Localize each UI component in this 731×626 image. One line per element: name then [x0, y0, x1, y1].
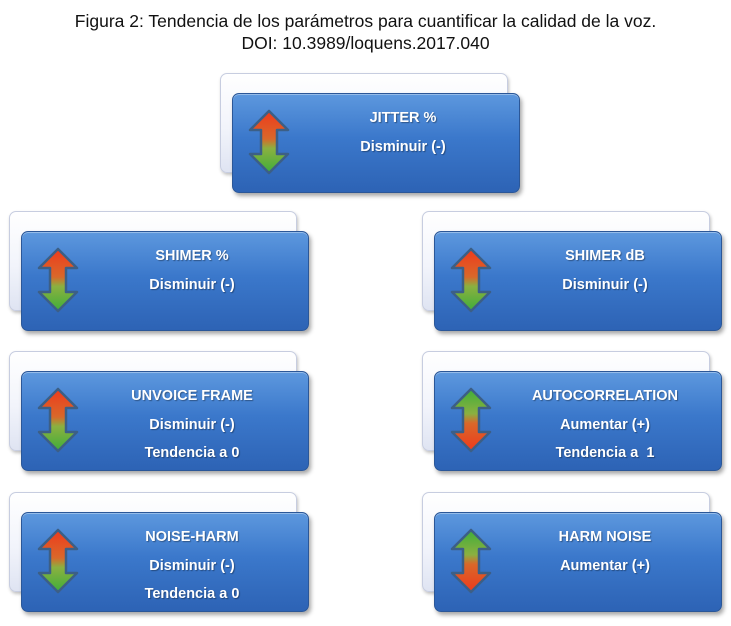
node-trend: Disminuir (-) [149, 557, 235, 574]
node-unvoice-frame: UNVOICE FRAME Disminuir (-) Tendencia a … [21, 371, 309, 471]
node-extra: Tendencia a 0 [144, 586, 240, 602]
node-trend: Disminuir (-) [149, 276, 235, 293]
node-autocorrelation: AUTOCORRELATION Aumentar (+) Tendencia a… [434, 371, 722, 471]
up-red-down-green-arrow-icon [36, 528, 80, 594]
node-trend: Aumentar (+) [560, 557, 650, 574]
up-green-down-red-arrow-icon [449, 387, 493, 453]
node-extra: Tendencia a 1 [555, 445, 655, 461]
figure-caption: Figura 2: Tendencia de los parámetros pa… [0, 10, 731, 54]
node-trend: Disminuir (-) [360, 138, 446, 155]
up-red-down-green-arrow-icon [449, 247, 493, 313]
caption-doi: DOI: 10.3989/loquens.2017.040 [241, 33, 490, 53]
node-title: HARM NOISE [558, 529, 652, 545]
node-shimer-pct: SHIMER % Disminuir (-) [21, 231, 309, 331]
node-title: SHIMER dB [565, 248, 645, 264]
node-title: UNVOICE FRAME [131, 388, 253, 404]
node-harm-noise: HARM NOISE Aumentar (+) [434, 512, 722, 612]
node-extra: Tendencia a 0 [144, 445, 240, 461]
node-title: SHIMER % [155, 248, 229, 264]
node-trend: Aumentar (+) [560, 416, 650, 433]
node-title: JITTER % [369, 110, 437, 126]
node-title: AUTOCORRELATION [531, 388, 679, 404]
up-red-down-green-arrow-icon [36, 387, 80, 453]
up-red-down-green-arrow-icon [36, 247, 80, 313]
caption-title: Figura 2: Tendencia de los parámetros pa… [74, 11, 657, 31]
node-shimer-db: SHIMER dB Disminuir (-) [434, 231, 722, 331]
up-red-down-green-arrow-icon [247, 109, 291, 175]
node-jitter: JITTER % Disminuir (-) [232, 93, 520, 193]
node-title: NOISE-HARM [145, 529, 239, 545]
up-green-down-red-arrow-icon [449, 528, 493, 594]
node-trend: Disminuir (-) [562, 276, 648, 293]
node-noise-harm: NOISE-HARM Disminuir (-) Tendencia a 0 [21, 512, 309, 612]
node-trend: Disminuir (-) [149, 416, 235, 433]
